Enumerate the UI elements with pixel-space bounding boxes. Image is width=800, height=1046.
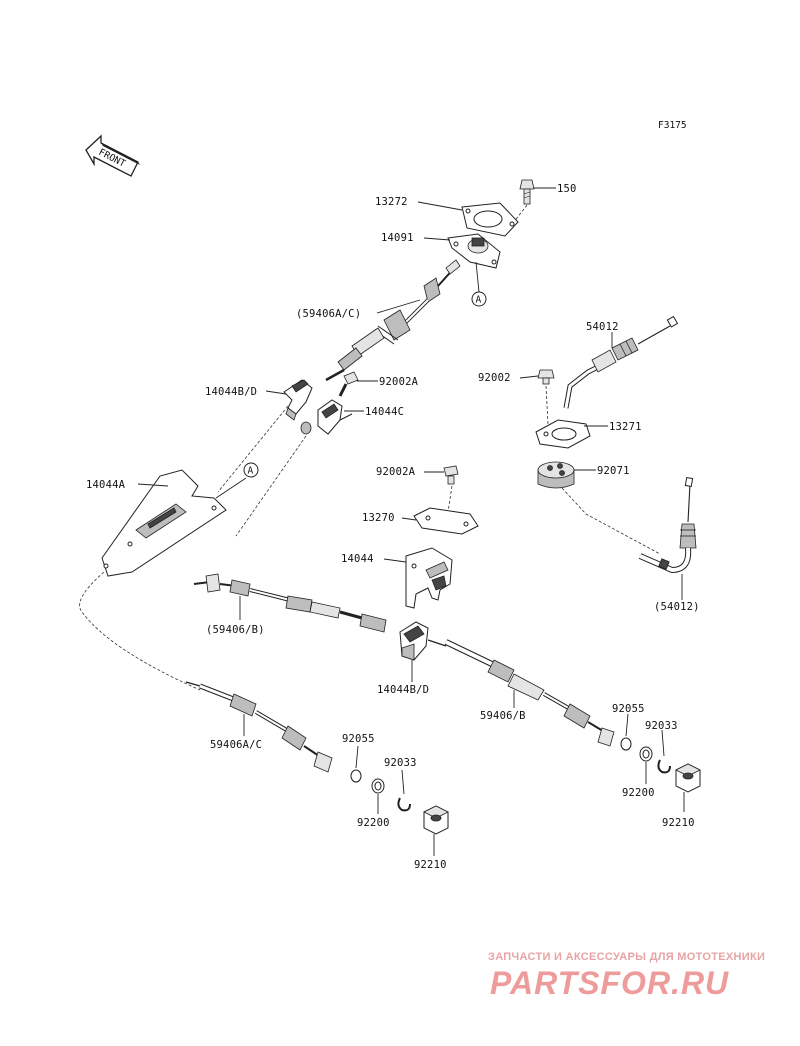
leader-13270 [401,517,417,521]
cable-59406b-upper [193,573,387,633]
leader-92002 [519,375,539,379]
oring-92055-right [620,737,632,751]
label-92033-left: 92033 [384,757,417,769]
clamp-14044bd-upper [283,379,313,421]
grommet-92071 [537,461,575,489]
label-150: 150 [557,183,577,195]
dash-route-1 [217,405,289,493]
label-14044: 14044 [341,553,374,565]
leader-marker-a-left [215,477,247,499]
ref-marker-a-left [243,462,259,478]
label-92002a-mid: 92002A [376,466,416,478]
cable-59406ac-upper [325,259,461,382]
gasket-13272 [461,202,519,237]
label-59406ac-bottom: 59406A/C [210,739,262,751]
washer-92200-right [639,746,653,762]
dash-route-3 [79,571,201,691]
dash-92002a-mid [447,485,453,513]
dash-92002 [545,385,549,425]
leader-14044a [137,483,169,487]
front-arrow-icon: FRONT [85,134,140,177]
label-92002: 92002 [478,372,511,384]
label-14091: 14091 [381,232,414,244]
clamp-14044 [405,547,453,609]
label-92210-left: 92210 [414,859,447,871]
label-13270: 13270 [362,512,395,524]
label-59406ac-top: (59406A/C) [296,308,361,320]
label-92071: 92071 [597,465,630,477]
label-59406b: 59406/B [480,710,526,722]
ref-marker-a-top-label: A [476,295,482,306]
label-14044bd-top: 14044B/D [205,386,257,398]
washer-92200-left [371,778,385,794]
bolt-92002a-upper [338,371,359,397]
ref-marker-a-left-label: A [248,466,254,477]
bolt-92002a-middle [443,465,459,485]
oring-92055-left [350,769,362,783]
clamp-14044bd-middle [399,621,429,661]
cable-59406b-lower [427,639,615,747]
dash-150 [505,204,528,233]
dash-route-2 [235,435,307,537]
lockwasher-92033-left [397,797,411,812]
cable-54012 [563,315,679,409]
figure-id: F3175 [658,120,687,131]
label-92055-left: 92055 [342,733,375,745]
label-14044c: 14044C [365,406,404,418]
nut-92210-right [675,763,701,793]
label-14044a: 14044A [86,479,126,491]
label-92055-right: 92055 [612,703,645,715]
leader-92033-right [661,729,665,757]
label-13271: 13271 [609,421,642,433]
nut-92210-left [423,805,449,835]
cable-54012-end [638,476,697,574]
label-54012-paren: (54012) [654,601,700,613]
cable-59406ac-lower [185,681,333,773]
label-92200-right: 92200 [622,787,655,799]
leader-14044 [383,558,407,563]
leader-marker-a-top [475,261,480,293]
watermark-tagline: ЗАПЧАСТИ И АКСЕССУАРЫ ДЛЯ МОТОТЕХНИКИ [488,951,765,963]
holder-14091 [447,233,501,269]
leader-92033-left [401,769,405,795]
leader-92055-right [625,713,629,737]
label-59406b-paren: (59406/B) [206,624,265,636]
label-54012: 54012 [586,321,619,333]
bolt-150 [519,179,535,205]
label-92002a-top: 92002A [379,376,419,388]
label-14044bd-mid: 14044B/D [377,684,429,696]
label-92033-right: 92033 [645,720,678,732]
leader-59406ac-top [376,299,421,314]
watermark-logo: ЗАПЧАСТИ И АКСЕССУАРЫ ДЛЯ МОТОТЕХНИКИ PA… [488,951,765,1001]
label-13272: 13272 [375,196,408,208]
bracket-14044a [101,469,227,577]
label-92200-left: 92200 [357,817,390,829]
dash-92071 [561,487,661,555]
leader-14044bd-top [265,390,287,395]
label-92210-right: 92210 [662,817,695,829]
leader-92055-left [355,745,359,769]
clamp-14044c [300,399,353,435]
lockwasher-92033-right [657,759,671,774]
plate-13271 [535,419,591,449]
plate-13270 [413,507,479,535]
watermark-brand: PARTSFOR.RU [490,965,729,1001]
ref-marker-a-top [471,291,487,307]
bolt-92002 [537,369,555,385]
leader-14091 [423,237,451,241]
leader-13272 [417,201,463,211]
